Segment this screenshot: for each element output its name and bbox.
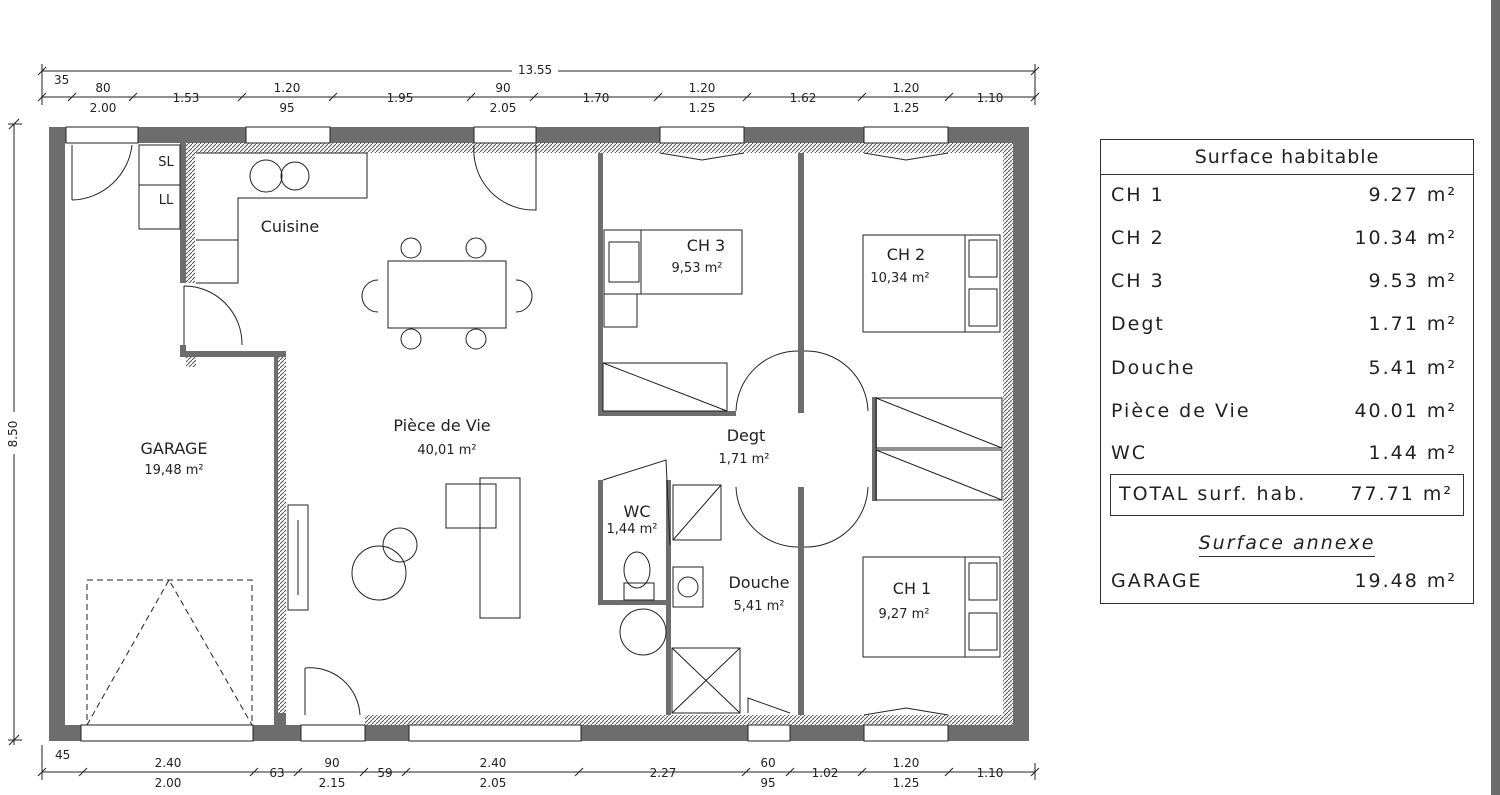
dim-label: 2.05 [480, 776, 507, 790]
room-ch1-area: 9,27 m² [879, 607, 930, 622]
legend-title: Surface habitable [1101, 140, 1473, 175]
dim-label: 95 [279, 101, 294, 115]
sl-label: SL [158, 155, 174, 170]
dim-label: 2.15 [319, 776, 346, 790]
legend-row-name: CH 3 [1111, 270, 1165, 292]
dim-label: 1.20 [893, 756, 920, 770]
room-wc: WC [624, 502, 651, 521]
legend-annexe-title-text: Surface annexe [1198, 532, 1376, 557]
dim-label: 2.00 [90, 101, 117, 115]
legend-annexe-title: Surface annexe [1101, 532, 1473, 557]
legend-total-name: TOTAL surf. hab. [1119, 483, 1307, 505]
room-garage: GARAGE [141, 439, 208, 458]
dim-total-height: 8.50 [6, 421, 20, 448]
legend-row: Degt 1.71 m² [1111, 313, 1457, 343]
room-douche-area: 5,41 m² [734, 599, 785, 614]
room-degt-area: 1,71 m² [719, 452, 770, 467]
legend-row-value: 1.44 m² [1368, 442, 1457, 464]
legend-annexe-row: GARAGE 19.48 m² [1111, 570, 1457, 600]
room-garage-area: 19,48 m² [144, 463, 203, 478]
room-douche: Douche [728, 573, 789, 592]
legend-row: CH 3 9.53 m² [1111, 270, 1457, 300]
dim-label: 1.20 [689, 81, 716, 95]
dim-label: 45 [55, 748, 70, 762]
room-degt: Degt [727, 426, 766, 445]
room-wc-area: 1,44 m² [607, 522, 658, 537]
window-edge [1491, 0, 1500, 795]
room-cuisine: Cuisine [261, 217, 320, 236]
legend-row-value: 9.27 m² [1368, 184, 1457, 206]
dim-label: 1.10 [977, 91, 1004, 105]
dim-label: 1.53 [173, 91, 200, 105]
legend-row-name: Douche [1111, 357, 1196, 379]
dim-label: 1.20 [274, 81, 301, 95]
dim-label: 90 [324, 756, 339, 770]
legend-row: WC 1.44 m² [1111, 442, 1457, 472]
legend-row-value: 1.71 m² [1368, 313, 1457, 335]
dim-label: 35 [54, 73, 69, 87]
surface-legend: Surface habitable CH 1 9.27 m² CH 2 10.3… [1100, 139, 1474, 604]
dim-label: 1.70 [583, 91, 610, 105]
legend-annexe-name: GARAGE [1111, 570, 1203, 592]
room-ch3: CH 3 [687, 236, 725, 255]
legend-row-value: 40.01 m² [1354, 400, 1457, 422]
legend-total-value: 77.71 m² [1350, 483, 1453, 505]
dim-label: 1.95 [387, 91, 414, 105]
dim-label: 1.25 [893, 101, 920, 115]
room-piece-de-vie: Pièce de Vie [393, 416, 490, 435]
dim-label: 90 [495, 81, 510, 95]
interior-walls [180, 143, 877, 725]
dim-label: 1.25 [893, 776, 920, 790]
legend-row-value: 10.34 m² [1354, 227, 1457, 249]
dim-label: 1.20 [893, 81, 920, 95]
top-dimension-labels: 13.55 35 80 2.00 1.53 1.20 95 1.95 90 2.… [54, 62, 1003, 115]
dim-label: 2.27 [650, 766, 677, 780]
dim-label: 63 [269, 766, 284, 780]
dim-label: 2.05 [490, 101, 517, 115]
legend-row-name: WC [1111, 442, 1148, 464]
dim-label: 80 [95, 81, 110, 95]
dim-label: 95 [760, 776, 775, 790]
bottom-dimension-labels: 45 2.40 2.00 63 90 2.15 59 2.40 2.05 2.2… [55, 748, 1003, 790]
dim-label: 60 [760, 756, 775, 770]
legend-total: TOTAL surf. hab. 77.71 m² [1110, 474, 1464, 516]
legend-row-value: 9.53 m² [1368, 270, 1457, 292]
legend-row: Douche 5.41 m² [1111, 357, 1457, 387]
legend-row-value: 5.41 m² [1368, 357, 1457, 379]
bottom-dimensions [37, 745, 1040, 780]
dim-label: 1.62 [790, 91, 817, 105]
dim-label: 1.02 [812, 766, 839, 780]
legend-row: CH 2 10.34 m² [1111, 227, 1457, 257]
exterior-walls [49, 126, 1029, 742]
dim-label: 2.40 [155, 756, 182, 770]
legend-row-name: Degt [1111, 313, 1165, 335]
room-ch3-area: 9,53 m² [672, 261, 723, 276]
legend-row-name: Pièce de Vie [1111, 400, 1251, 422]
fixtures [71, 144, 1003, 726]
legend-annexe-value: 19.48 m² [1354, 570, 1457, 592]
room-ch2: CH 2 [887, 245, 925, 264]
ll-label: LL [159, 193, 174, 208]
legend-row: CH 1 9.27 m² [1111, 184, 1457, 214]
dim-label: 2.40 [480, 756, 507, 770]
dim-label: 59 [377, 766, 392, 780]
room-ch2-area: 10,34 m² [870, 271, 929, 286]
dim-total-width: 13.55 [518, 63, 552, 77]
room-labels: SL LL Cuisine GARAGE 19,48 m² Pièce de V… [141, 155, 932, 622]
legend-row-name: CH 1 [1111, 184, 1165, 206]
room-piece-de-vie-area: 40,01 m² [417, 443, 476, 458]
dim-label: 2.00 [155, 776, 182, 790]
legend-row: Pièce de Vie 40.01 m² [1111, 400, 1457, 430]
dim-label: 1.10 [977, 766, 1004, 780]
dim-label: 1.25 [689, 101, 716, 115]
room-ch1: CH 1 [893, 579, 931, 598]
legend-row-name: CH 2 [1111, 227, 1165, 249]
